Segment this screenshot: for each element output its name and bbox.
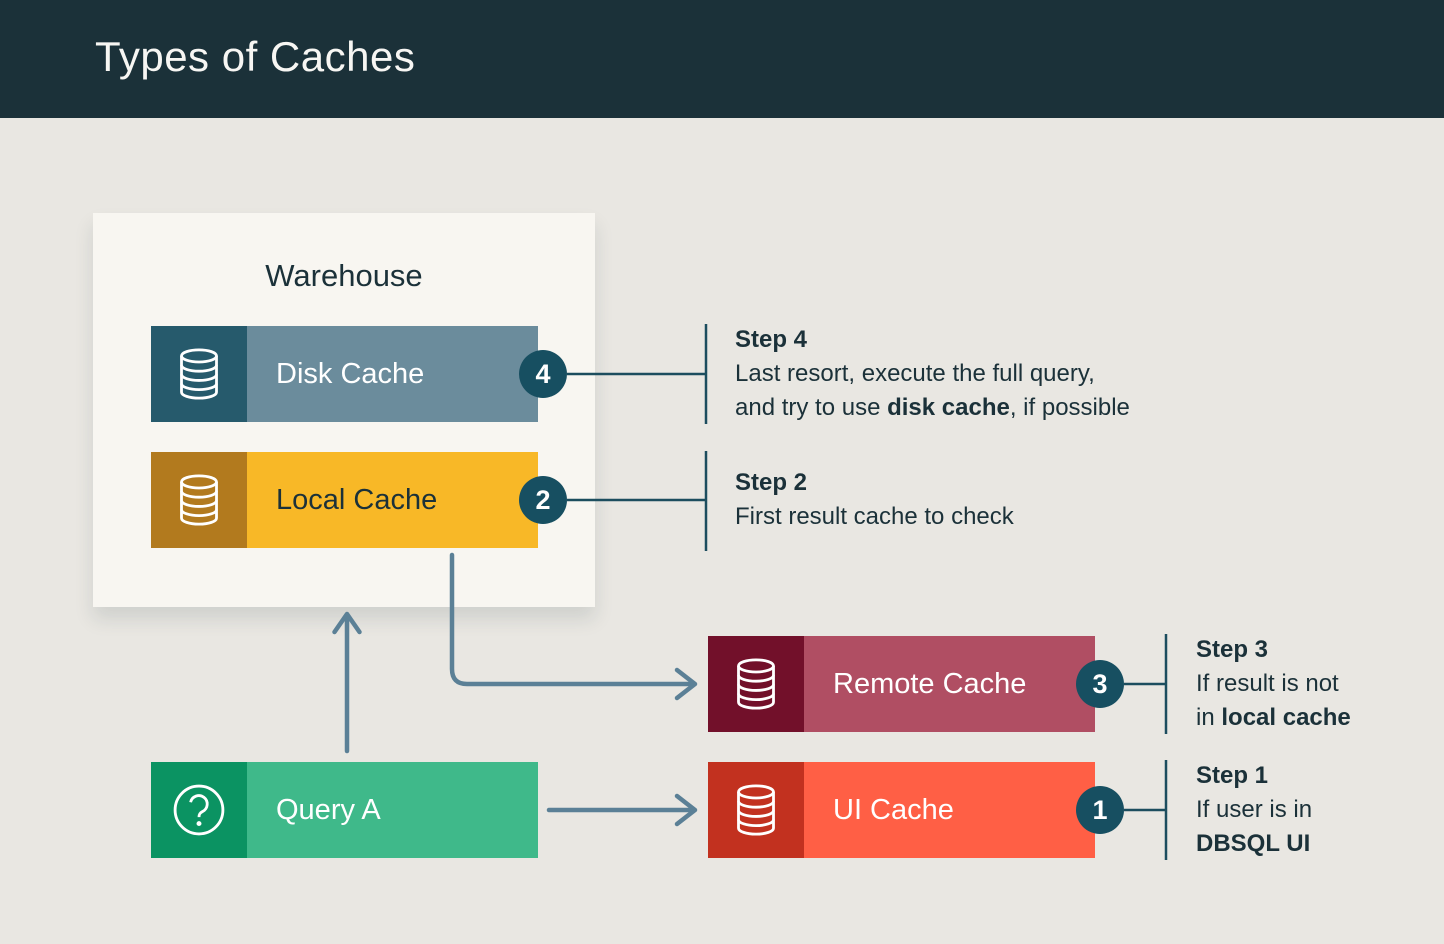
node-query-a: Query A — [151, 762, 538, 858]
remote-cache-bar: Remote Cache — [804, 636, 1095, 732]
disk-cache-label: Disk Cache — [276, 357, 425, 390]
step-badge-3: 3 — [1076, 660, 1124, 708]
warehouse-label: Warehouse — [265, 258, 423, 293]
arrow-local-to-remote-head — [674, 667, 698, 701]
step-4-line-2: and try to use disk cache, if possible — [735, 394, 1130, 421]
step-badge-1: 1 — [1076, 786, 1124, 834]
local-cache-icon-tile — [151, 452, 247, 548]
step-2-text: Step 2 First result cache to check — [735, 466, 1014, 534]
step-badge-2: 2 — [519, 476, 567, 524]
query-a-label: Query A — [276, 793, 381, 826]
local-cache-label: Local Cache — [276, 483, 438, 516]
remote-cache-label: Remote Cache — [833, 667, 1027, 700]
step-3-line-1: If result is not — [1196, 670, 1339, 697]
query-a-bar: Query A — [247, 762, 538, 858]
arrow-query-to-ui-head — [674, 793, 698, 827]
database-icon — [737, 784, 775, 836]
node-local-cache: Local Cache — [151, 452, 538, 548]
step-1-line-1: If user is in — [1196, 796, 1313, 823]
step-4-line-1: Last resort, execute the full query, — [735, 360, 1095, 387]
database-icon — [180, 348, 218, 400]
page-title: Types of Caches — [95, 33, 416, 80]
database-icon — [737, 658, 775, 710]
ui-cache-label: UI Cache — [833, 793, 954, 826]
step-1-line-2: DBSQL UI — [1196, 830, 1311, 857]
arrow-query-to-warehouse-head — [332, 611, 362, 635]
disk-cache-icon-tile — [151, 326, 247, 422]
connector-step3 — [1124, 634, 1168, 734]
ui-cache-icon-tile — [708, 762, 804, 858]
header-bar: Types of Caches — [0, 0, 1444, 118]
ui-cache-bar: UI Cache — [804, 762, 1095, 858]
node-remote-cache: Remote Cache — [708, 636, 1095, 732]
step-4-title: Step 4 — [735, 326, 808, 353]
disk-cache-bar: Disk Cache — [247, 326, 538, 422]
step-3-title: Step 3 — [1196, 636, 1269, 663]
local-cache-bar: Local Cache — [247, 452, 538, 548]
step-2-line-1: First result cache to check — [735, 503, 1014, 530]
step-4-text: Step 4 Last resort, execute the full que… — [735, 323, 1130, 425]
database-icon — [180, 474, 218, 526]
step-badge-4: 4 — [519, 350, 567, 398]
step-3-line-2: in local cache — [1196, 704, 1351, 731]
query-a-icon-tile — [151, 762, 247, 858]
connector-step1 — [1124, 760, 1168, 860]
step-2-title: Step 2 — [735, 469, 808, 496]
question-mark-icon — [173, 784, 225, 836]
remote-cache-icon-tile — [708, 636, 804, 732]
step-1-title: Step 1 — [1196, 762, 1269, 789]
node-ui-cache: UI Cache — [708, 762, 1095, 858]
node-disk-cache: Disk Cache — [151, 326, 538, 422]
step-3-text: Step 3 If result is not in local cache — [1196, 633, 1351, 735]
step-1-text: Step 1 If user is in DBSQL UI — [1196, 759, 1312, 861]
